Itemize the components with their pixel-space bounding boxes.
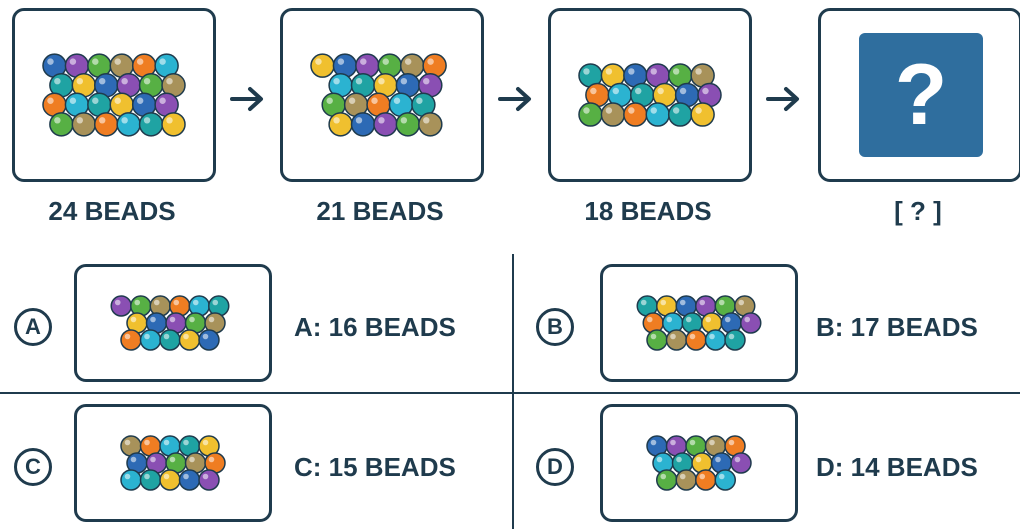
bead [49, 112, 74, 137]
bead [646, 329, 668, 351]
option-c-panel[interactable] [74, 404, 272, 522]
bead [373, 112, 398, 137]
question-mark-icon: ? [859, 33, 983, 157]
bead [697, 82, 722, 108]
bead [695, 469, 717, 491]
sequence-panel-3 [548, 8, 752, 182]
horizontal-divider [0, 392, 1020, 394]
bead [120, 329, 142, 351]
bead-cluster [646, 435, 752, 491]
bead [740, 312, 762, 334]
bead [93, 112, 119, 137]
sequence-label-unknown: [ ? ] [894, 196, 942, 226]
bead-cluster [110, 295, 230, 351]
bead [328, 72, 353, 98]
option-c-label: C: 15 BEADS [294, 452, 456, 482]
bead [198, 469, 220, 491]
bead [161, 112, 186, 137]
option-d-marker[interactable]: D [536, 448, 574, 486]
option-a-label: A: 16 BEADS [294, 312, 456, 342]
bead [704, 329, 727, 351]
bead-cluster [120, 435, 226, 491]
bead [178, 329, 201, 351]
bead [377, 53, 403, 78]
bead-cluster [578, 63, 722, 127]
bead [120, 469, 142, 491]
bead [600, 63, 626, 88]
bead [685, 329, 707, 351]
bead [198, 329, 220, 351]
bead-cluster [636, 295, 762, 351]
option-d-panel[interactable] [600, 404, 798, 522]
bead [139, 469, 162, 491]
arrow-right-icon [230, 87, 263, 111]
sequence-panel-2 [280, 8, 484, 182]
bead-cluster [42, 53, 186, 137]
arrow-right-icon [766, 87, 799, 111]
bead [110, 295, 132, 317]
bead [116, 112, 141, 137]
bead [328, 112, 353, 137]
bead [418, 112, 443, 137]
option-b-marker[interactable]: B [536, 308, 574, 346]
bead [332, 53, 358, 78]
bead [734, 295, 756, 317]
sequence-panel-unknown: ? [818, 8, 1020, 182]
option-b-label: B: 17 BEADS [816, 312, 978, 342]
vertical-divider [512, 254, 514, 529]
bead [350, 112, 376, 137]
bead [730, 452, 752, 474]
bead [623, 102, 648, 127]
bead [138, 112, 164, 137]
arrow-right-icon [498, 87, 531, 111]
bead [395, 72, 421, 98]
sequence-panel-1 [12, 8, 216, 182]
bead [675, 469, 697, 491]
bead [578, 102, 603, 127]
bead [395, 112, 421, 137]
bead [665, 329, 688, 351]
bead [159, 469, 181, 491]
bead [690, 102, 715, 127]
bead [159, 329, 181, 351]
bead [714, 469, 736, 491]
bead [662, 312, 684, 334]
sequence-label-3: 18 BEADS [584, 196, 712, 226]
option-a-panel[interactable] [74, 264, 272, 382]
bead [64, 92, 90, 118]
bead [178, 469, 201, 491]
option-b-panel[interactable] [600, 264, 798, 382]
bead-cluster [310, 53, 447, 137]
bead [600, 102, 626, 127]
bead [724, 329, 746, 351]
bead [645, 102, 671, 127]
option-d-label: D: 14 BEADS [816, 452, 978, 482]
bead [667, 102, 693, 127]
sequence-label-1: 24 BEADS [48, 196, 176, 226]
bead [71, 112, 97, 137]
bead [310, 53, 335, 78]
option-c-marker[interactable]: C [14, 448, 52, 486]
bead [139, 329, 162, 351]
option-a-marker[interactable]: A [14, 308, 52, 346]
sequence-label-2: 21 BEADS [316, 196, 444, 226]
bead [656, 469, 678, 491]
bead [652, 82, 677, 108]
bead [710, 452, 733, 474]
bead [675, 295, 697, 317]
bead [87, 53, 112, 78]
